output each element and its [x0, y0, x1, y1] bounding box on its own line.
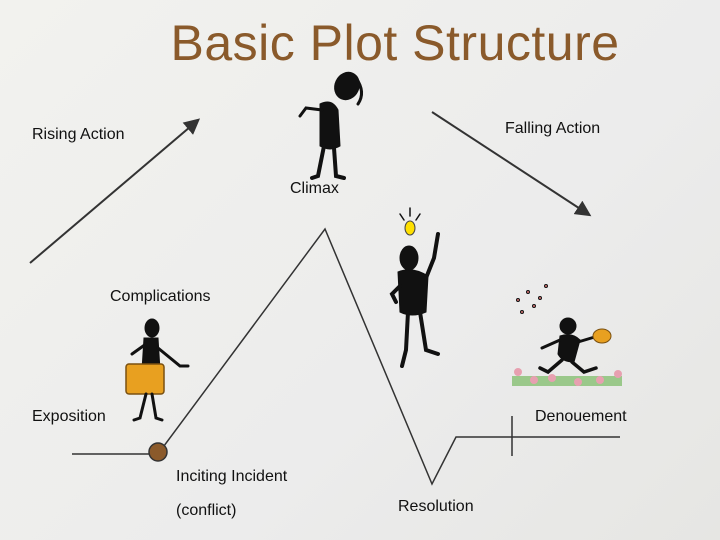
- complications-label: Complications: [110, 288, 211, 305]
- climax-label: Climax: [290, 180, 339, 197]
- celebration-figure-icon: [512, 284, 622, 386]
- exposition-label: Exposition: [32, 408, 106, 425]
- climax-figure-icon: [298, 71, 363, 180]
- plot-line: [72, 227, 620, 486]
- slide-title: Basic Plot Structure: [170, 15, 620, 71]
- idea-figure-icon: [389, 207, 440, 368]
- rising-action-label: Rising Action: [32, 126, 125, 143]
- conflict-label: (conflict): [176, 502, 237, 519]
- inciting-incident-label: Inciting Incident: [176, 468, 288, 485]
- falling-action-arrow: [431, 111, 592, 217]
- falling-action-label: Falling Action: [505, 120, 601, 137]
- denouement-label: Denouement: [535, 408, 627, 425]
- complications-figure-icon: [125, 318, 190, 422]
- inciting-incident-dot: [148, 442, 168, 462]
- resolution-label: Resolution: [398, 498, 474, 515]
- rising-action-arrow: [29, 118, 201, 264]
